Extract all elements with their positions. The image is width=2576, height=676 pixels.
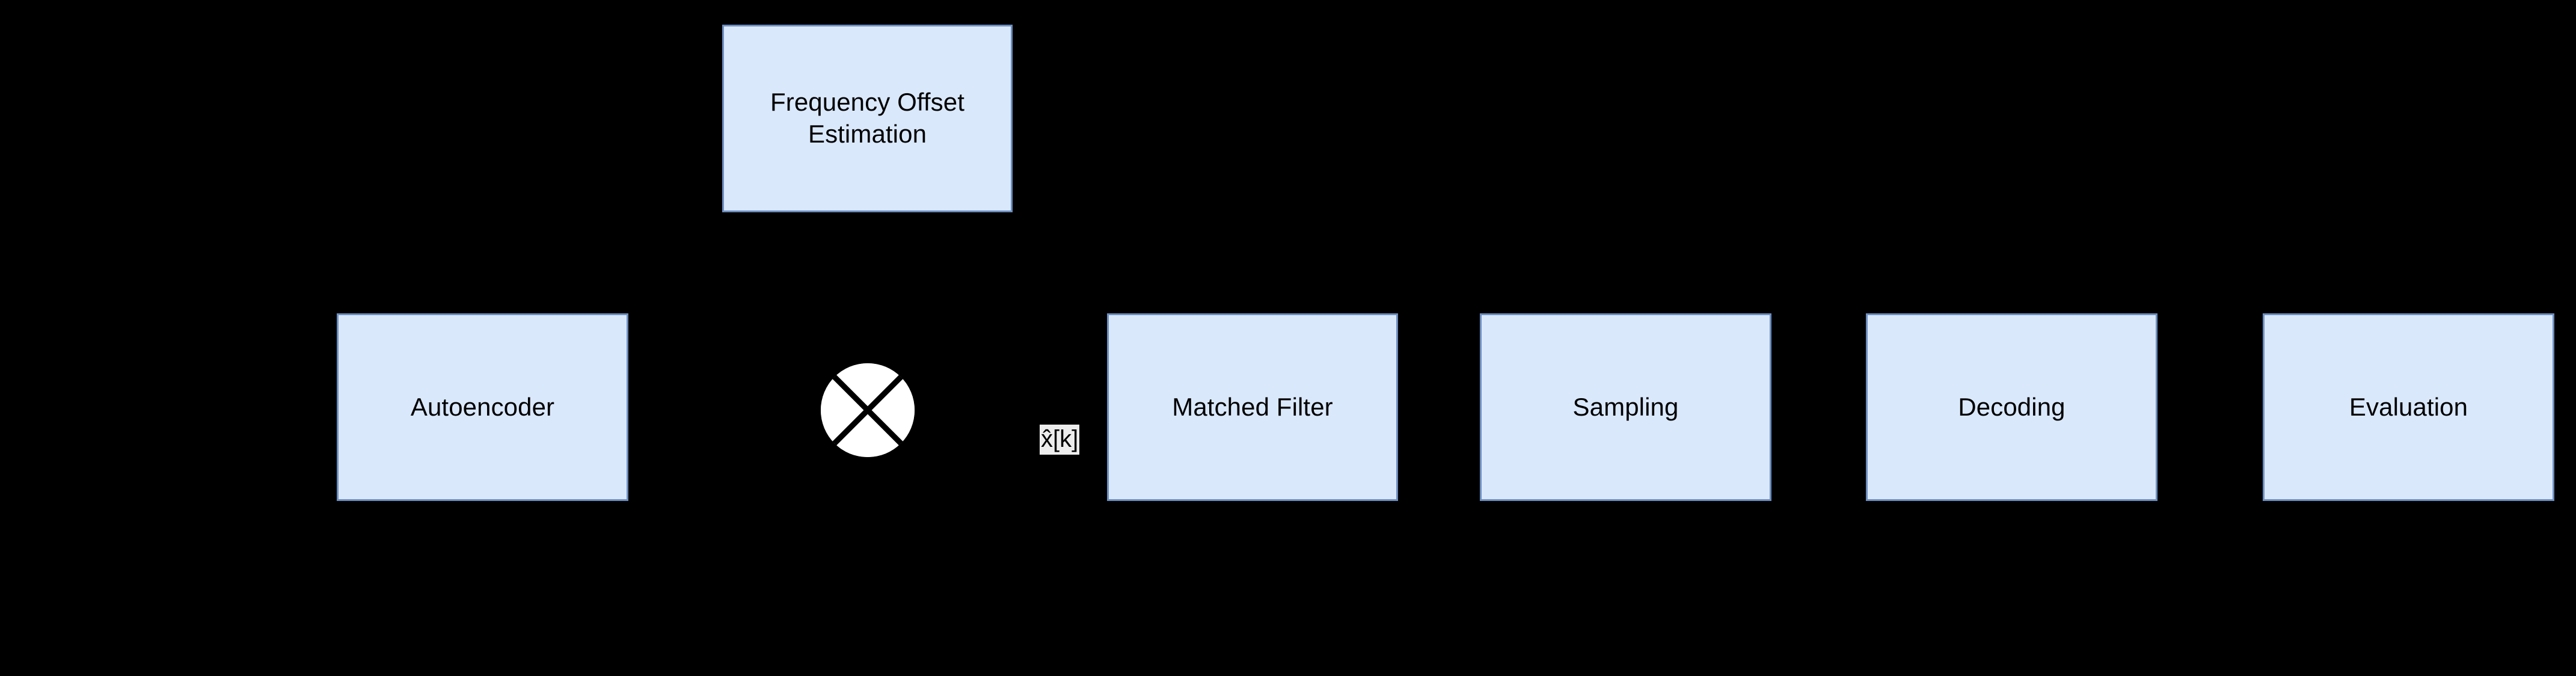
node-sampling-label: Sampling [1572, 392, 1679, 421]
signal-tag-x-hat-k: x̂[k] [1040, 425, 1080, 455]
node-evaluation[interactable]: Evaluation [2263, 313, 2554, 501]
node-evaluation-label: Evaluation [2349, 392, 2468, 421]
node-frequency-offset-estimation-label: Frequency Offset Estimation [770, 88, 964, 148]
node-mixer-multiply[interactable] [821, 363, 915, 457]
node-autoencoder[interactable]: Autoencoder [337, 313, 628, 501]
node-matched-filter-label: Matched Filter [1172, 392, 1333, 421]
multiply-cross-icon [821, 363, 915, 457]
node-decoding[interactable]: Decoding [1866, 313, 2157, 501]
node-matched-filter[interactable]: Matched Filter [1107, 313, 1398, 501]
node-decoding-label: Decoding [1958, 392, 2065, 421]
node-sampling[interactable]: Sampling [1480, 313, 1771, 501]
node-frequency-offset-estimation[interactable]: Frequency Offset Estimation [722, 25, 1013, 212]
node-autoencoder-label: Autoencoder [410, 392, 555, 421]
